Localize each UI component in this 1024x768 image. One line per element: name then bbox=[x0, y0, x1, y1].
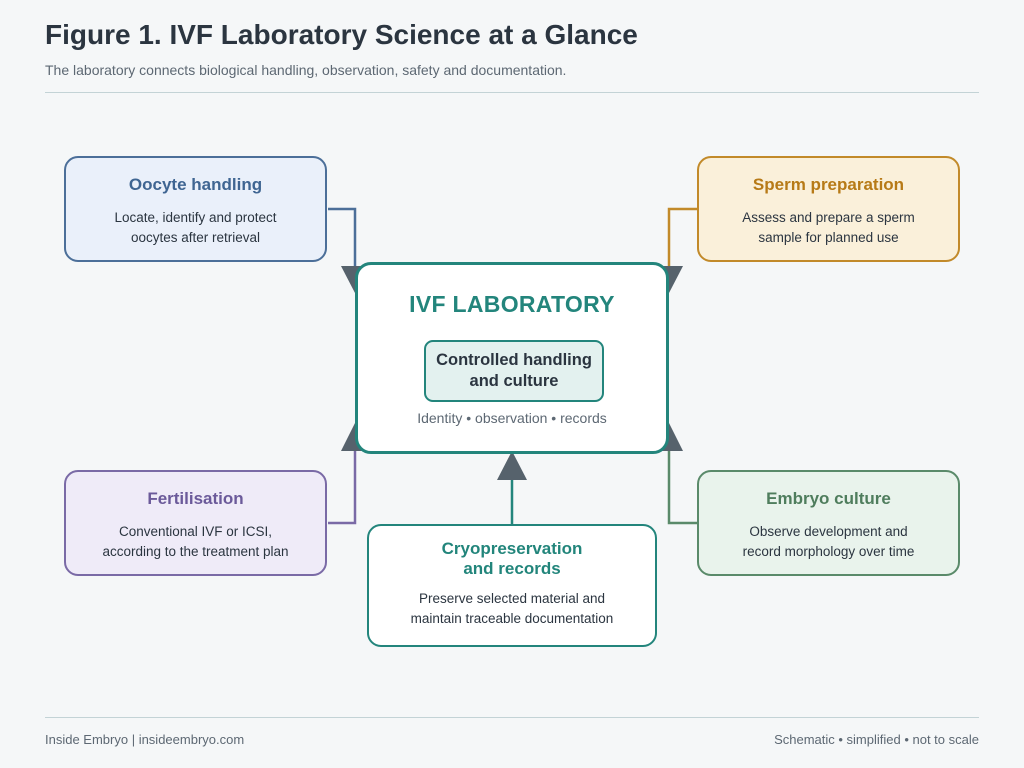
node-title-line: Cryopreservation bbox=[441, 539, 583, 558]
node-title: Cryopreservation and records bbox=[369, 539, 655, 579]
node-description-line: Observe development and bbox=[749, 524, 908, 539]
center-inner-box: Controlled handling and culture bbox=[424, 340, 604, 402]
footer-note: Schematic • simplified • not to scale bbox=[774, 732, 979, 747]
connector-oocyte bbox=[328, 207, 357, 268]
node-title-line: and records bbox=[463, 559, 561, 578]
footer-source: Inside Embryo | insideembryo.com bbox=[45, 732, 245, 747]
node-embryo-culture: Embryo culture Observe development and r… bbox=[697, 470, 960, 576]
page-title: Figure 1. IVF Laboratory Science at a Gl… bbox=[45, 19, 638, 50]
node-fertilisation: Fertilisation Conventional IVF or ICSI, … bbox=[64, 470, 327, 576]
header-divider bbox=[45, 92, 979, 93]
center-inner-line: and culture bbox=[469, 372, 559, 390]
node-title: Fertilisation bbox=[147, 489, 244, 508]
node-description: Preserve selected material and maintain … bbox=[369, 589, 655, 629]
node-description-line: Preserve selected material and bbox=[418, 591, 606, 606]
node-sperm-preparation: Sperm preparation Assess and prepare a s… bbox=[697, 156, 960, 262]
node-description-line: maintain traceable documentation bbox=[410, 611, 614, 626]
node-title: Embryo culture bbox=[766, 489, 891, 508]
node-ivf-laboratory: IVF LABORATORY Controlled handling and c… bbox=[355, 262, 669, 454]
center-caption: Identity • observation • records bbox=[417, 410, 607, 426]
node-description: Conventional IVF or ICSI, according to t… bbox=[66, 522, 325, 562]
node-description: Assess and prepare a sperm sample for pl… bbox=[699, 208, 958, 248]
connector-fertilisation bbox=[328, 448, 357, 525]
node-title: Sperm preparation bbox=[752, 175, 905, 194]
center-title: IVF LABORATORY bbox=[409, 291, 615, 317]
node-description-line: sample for planned use bbox=[758, 230, 899, 245]
connector-embryo bbox=[667, 448, 697, 525]
arrowhead-cryo bbox=[497, 451, 527, 480]
node-title: Oocyte handling bbox=[128, 175, 263, 194]
node-description-line: record morphology over time bbox=[742, 544, 915, 559]
node-description-line: Assess and prepare a sperm bbox=[742, 210, 915, 225]
node-description-line: Conventional IVF or ICSI, bbox=[118, 524, 273, 539]
node-description-line: oocytes after retrieval bbox=[130, 230, 261, 245]
page-subtitle: The laboratory connects biological handl… bbox=[45, 62, 567, 78]
footer-divider bbox=[45, 717, 979, 718]
center-inner-line: Controlled handling bbox=[436, 351, 592, 369]
connector-sperm bbox=[667, 207, 697, 268]
node-description-line: according to the treatment plan bbox=[102, 544, 289, 559]
node-description: Observe development and record morpholog… bbox=[699, 522, 958, 562]
node-description-line: Locate, identify and protect bbox=[114, 210, 277, 225]
node-oocyte-handling: Oocyte handling Locate, identify and pro… bbox=[64, 156, 327, 262]
node-description: Locate, identify and protect oocytes aft… bbox=[66, 208, 325, 248]
node-cryopreservation: Cryopreservation and records Preserve se… bbox=[367, 524, 657, 647]
